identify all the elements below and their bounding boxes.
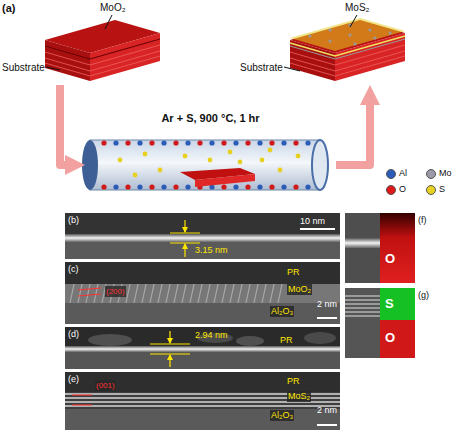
node-text: Ar + S, 900 °C, 1 hr: [85, 112, 336, 125]
node-text: PR: [287, 376, 300, 387]
node-text: Al₂O₃: [270, 410, 294, 421]
node-text: (c): [68, 264, 79, 275]
node-text: 2 nm: [317, 299, 337, 310]
node-text: (b): [68, 215, 79, 226]
tem-panel-b: [65, 213, 340, 259]
node-text: (f): [418, 215, 427, 226]
legend-entry: S: [426, 184, 445, 195]
node-text: (200): [105, 286, 126, 297]
legend-entry: Al: [386, 168, 407, 179]
legend-swatch: [426, 169, 436, 179]
mos2-slab-node: MoS₂ Substrate: [240, 0, 410, 85]
node-text: Substrate: [240, 62, 283, 74]
moo2-slab: [45, 15, 160, 81]
tem-panel-e: [65, 372, 340, 430]
legend-swatch: [386, 185, 396, 195]
eds-panel-g: [345, 288, 415, 358]
legend-text: S: [439, 184, 445, 195]
node-text: MoS₂: [345, 2, 369, 14]
node-text: MoO₂: [100, 2, 126, 14]
node-text: O: [385, 251, 395, 266]
legend-text: O: [399, 184, 406, 195]
furnace-node: Ar + S, 900 °C, 1 hr: [85, 112, 336, 210]
mos2-slab: [284, 15, 405, 81]
node-text: 10 nm: [300, 216, 325, 227]
eds-panel: (g) S O: [345, 288, 440, 358]
tem-panel: (c) PR MoO₂ (200) Al₂O₃ 2 nm: [65, 262, 340, 324]
process-arrow: [336, 105, 370, 165]
furnace-tube: [82, 140, 328, 190]
node-text: Substrate: [2, 62, 45, 74]
tem-panel-d: [65, 327, 340, 369]
moo2-slab-node: MoO₂ Substrate: [0, 0, 165, 85]
process-arrow: [60, 85, 65, 165]
node-text: 2.94 nm: [195, 330, 228, 341]
tem-panel: (e) (001) PR MoS₂ Al₂O₃ 2 nm: [65, 372, 340, 430]
eds-panel-f: [345, 213, 415, 283]
legend-entry: Mo: [426, 168, 452, 179]
node-text: 3.15 nm: [195, 245, 228, 256]
node-text: (e): [68, 374, 79, 385]
legend-swatch: [386, 169, 396, 179]
node-text: PR: [280, 335, 293, 346]
tem-panel: (b) 10 nm 3.15 nm: [65, 213, 340, 259]
node-text: O: [385, 330, 395, 345]
legend-swatch: [426, 185, 436, 195]
tem-panel-c: [65, 262, 340, 324]
node-text: S: [385, 296, 394, 311]
node-text: 2 nm: [317, 405, 337, 416]
node-text: MoS₂: [287, 391, 311, 402]
legend-text: Al: [399, 168, 407, 179]
node-text: (d): [68, 329, 79, 340]
node-text: MoO₂: [287, 284, 312, 295]
panel-label: (a): [2, 2, 15, 15]
eds-panel: (f) O: [345, 213, 440, 283]
node-text: PR: [287, 267, 300, 278]
node-text: (001): [95, 380, 116, 391]
tem-panel: (d) 2.94 nm PR: [65, 327, 340, 369]
legend-entry: O: [386, 184, 406, 195]
node-text: Al₂O₃: [270, 306, 294, 317]
legend-text: Mo: [439, 168, 452, 179]
node-text: (g): [418, 290, 429, 301]
